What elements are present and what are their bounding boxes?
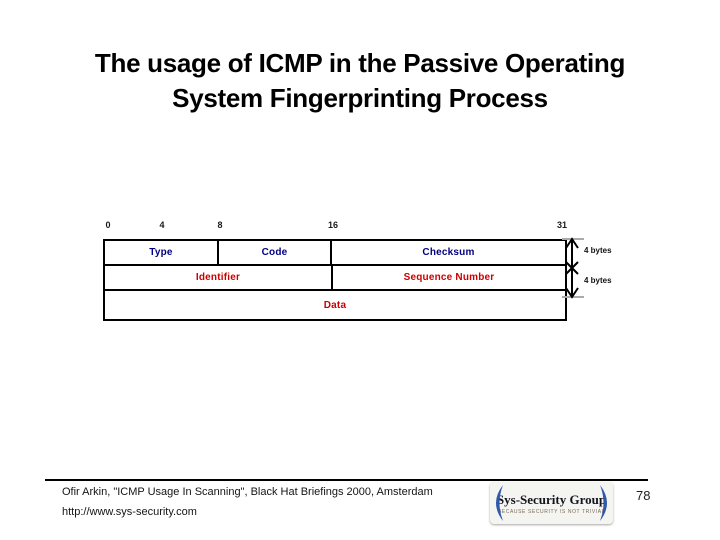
bit-offset-label-31: 31 (556, 220, 567, 230)
logo-left-swoosh-icon (496, 485, 503, 521)
byte-size-label-bottom: 4 bytes (584, 276, 612, 285)
slide-title: The usage of ICMP in the Passive Operati… (0, 46, 720, 116)
logo-name: Sys-Security Group (496, 491, 607, 507)
logo-right-swoosh-icon (600, 485, 607, 521)
citation-text: Ofir Arkin, "ICMP Usage In Scanning", Bl… (62, 486, 433, 498)
packet-row-header: Type Code Checksum (105, 241, 565, 266)
packet-row-identifier-sequence: Identifier Sequence Number (105, 266, 565, 291)
field-type: Type (105, 241, 219, 266)
website-url: http://www.sys-security.com (62, 506, 197, 518)
field-code: Code (219, 241, 332, 266)
slide-title-line1: The usage of ICMP in the Passive Operati… (94, 48, 626, 78)
sys-security-group-logo: Sys-Security Group BECAUSE SECURITY IS N… (490, 482, 613, 524)
bit-offset-label-0: 0 (105, 220, 111, 230)
bit-offset-label-4: 4 (159, 220, 165, 230)
packet-field-table: Type Code Checksum Identifier Sequence N… (103, 239, 567, 321)
logo-tagline: BECAUSE SECURITY IS NOT TRIVIAL (497, 508, 606, 515)
field-checksum: Checksum (332, 241, 565, 266)
bit-offset-label-16: 16 (327, 220, 338, 230)
byte-size-label-top: 4 bytes (584, 246, 612, 255)
bit-offset-label-8: 8 (217, 220, 223, 230)
byte-span-arrows-icon (562, 237, 584, 299)
field-identifier: Identifier (105, 266, 333, 291)
page-number: 78 (636, 488, 651, 503)
footer-divider-line (45, 479, 648, 481)
slide-title-line2: System Fingerprinting Process (172, 83, 548, 113)
packet-row-data: Data (105, 291, 565, 319)
field-data: Data (323, 299, 347, 311)
field-sequence-number: Sequence Number (333, 266, 565, 291)
